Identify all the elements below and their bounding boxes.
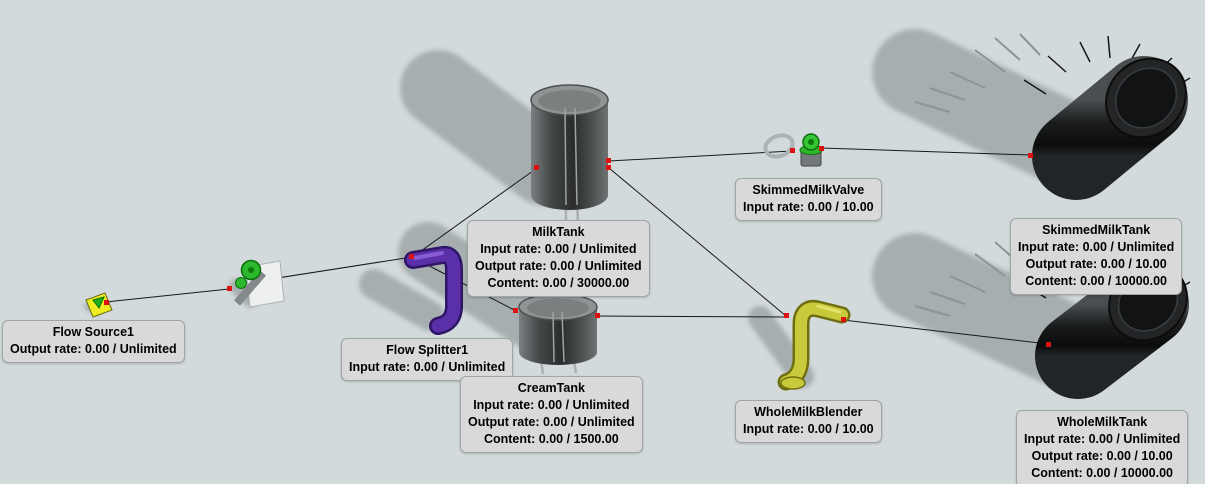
node-stat: Input rate: 0.00 / 10.00 xyxy=(743,422,874,436)
node-stat: Input rate: 0.00 / Unlimited xyxy=(473,398,630,412)
node-name: Flow Source1 xyxy=(52,325,134,339)
node-name: CreamTank xyxy=(517,381,585,395)
connection-ports xyxy=(104,146,1051,347)
node-stat: Content: 0.00 / 10000.00 xyxy=(1025,274,1167,288)
node-stat: Input rate: 0.00 / Unlimited xyxy=(480,242,637,256)
node-name: MilkTank xyxy=(532,225,585,239)
node-stat: Output rate: 0.00 / Unlimited xyxy=(475,259,642,273)
inline-valve-icon[interactable] xyxy=(233,259,285,308)
flow-source-icon[interactable] xyxy=(85,292,113,318)
label-whole-milk-blender[interactable]: WholeMilkBlender Input rate: 0.00 / 10.0… xyxy=(735,400,882,443)
node-stat: Input rate: 0.00 / 10.00 xyxy=(743,200,874,214)
node-stat: Content: 0.00 / 1500.00 xyxy=(483,432,619,446)
node-stat: Content: 0.00 / 10000.00 xyxy=(1031,466,1173,480)
milk-tank[interactable] xyxy=(530,84,609,228)
connection-lines xyxy=(105,147,1049,345)
node-stat: Input rate: 0.00 / Unlimited xyxy=(349,360,506,374)
connection-port[interactable] xyxy=(790,148,795,153)
label-skimmed-milk-tank[interactable]: SkimmedMilkTank Input rate: 0.00 / Unlim… xyxy=(1010,218,1183,295)
connection-port[interactable] xyxy=(534,165,539,170)
node-stat: Output rate: 0.00 / 10.00 xyxy=(1031,449,1173,463)
node-stat: Output rate: 0.00 / Unlimited xyxy=(468,415,635,429)
node-stat: Content: 0.00 / 30000.00 xyxy=(487,276,630,290)
flow-splitter-icon[interactable] xyxy=(404,245,463,335)
node-stat: Input rate: 0.00 / Unlimited xyxy=(1018,240,1175,254)
connection-port[interactable] xyxy=(227,286,232,291)
cream-tank[interactable] xyxy=(518,293,598,375)
node-name: WholeMilkBlender xyxy=(754,405,863,419)
whole-milk-blender-icon[interactable] xyxy=(777,299,851,391)
node-name: SkimmedMilkTank xyxy=(1042,223,1151,237)
connection-port[interactable] xyxy=(819,146,824,151)
node-stat: Output rate: 0.00 / 10.00 xyxy=(1025,257,1167,271)
connection-port[interactable] xyxy=(595,313,600,318)
skimmed-milk-valve-icon[interactable] xyxy=(762,132,823,167)
connection-port[interactable] xyxy=(1046,342,1051,347)
label-skimmed-milk-valve[interactable]: SkimmedMilkValve Input rate: 0.00 / 10.0… xyxy=(735,178,882,221)
connection-port[interactable] xyxy=(784,313,789,318)
connection-port[interactable] xyxy=(606,158,611,163)
label-whole-milk-tank[interactable]: WholeMilkTank Input rate: 0.00 / Unlimit… xyxy=(1016,410,1189,484)
node-name: Flow Splitter1 xyxy=(386,343,469,357)
node-name: SkimmedMilkValve xyxy=(752,183,865,197)
connection-port[interactable] xyxy=(606,165,611,170)
connection-port[interactable] xyxy=(841,317,846,322)
label-flow-source1[interactable]: Flow Source1 Output rate: 0.00 / Unlimit… xyxy=(2,320,185,363)
skimmed-milk-tank[interactable] xyxy=(1023,35,1202,200)
label-milk-tank[interactable]: MilkTank Input rate: 0.00 / Unlimited Ou… xyxy=(467,220,650,297)
connection-port[interactable] xyxy=(1028,153,1033,158)
connection-port[interactable] xyxy=(513,308,518,313)
connection-port[interactable] xyxy=(409,254,414,259)
node-stat: Output rate: 0.00 / Unlimited xyxy=(10,342,177,356)
node-stat: Input rate: 0.00 / Unlimited xyxy=(1024,432,1181,446)
node-name: WholeMilkTank xyxy=(1057,415,1148,429)
connection-port[interactable] xyxy=(104,300,109,305)
label-cream-tank[interactable]: CreamTank Input rate: 0.00 / Unlimited O… xyxy=(460,376,643,453)
label-flow-splitter1[interactable]: Flow Splitter1 Input rate: 0.00 / Unlimi… xyxy=(341,338,514,381)
